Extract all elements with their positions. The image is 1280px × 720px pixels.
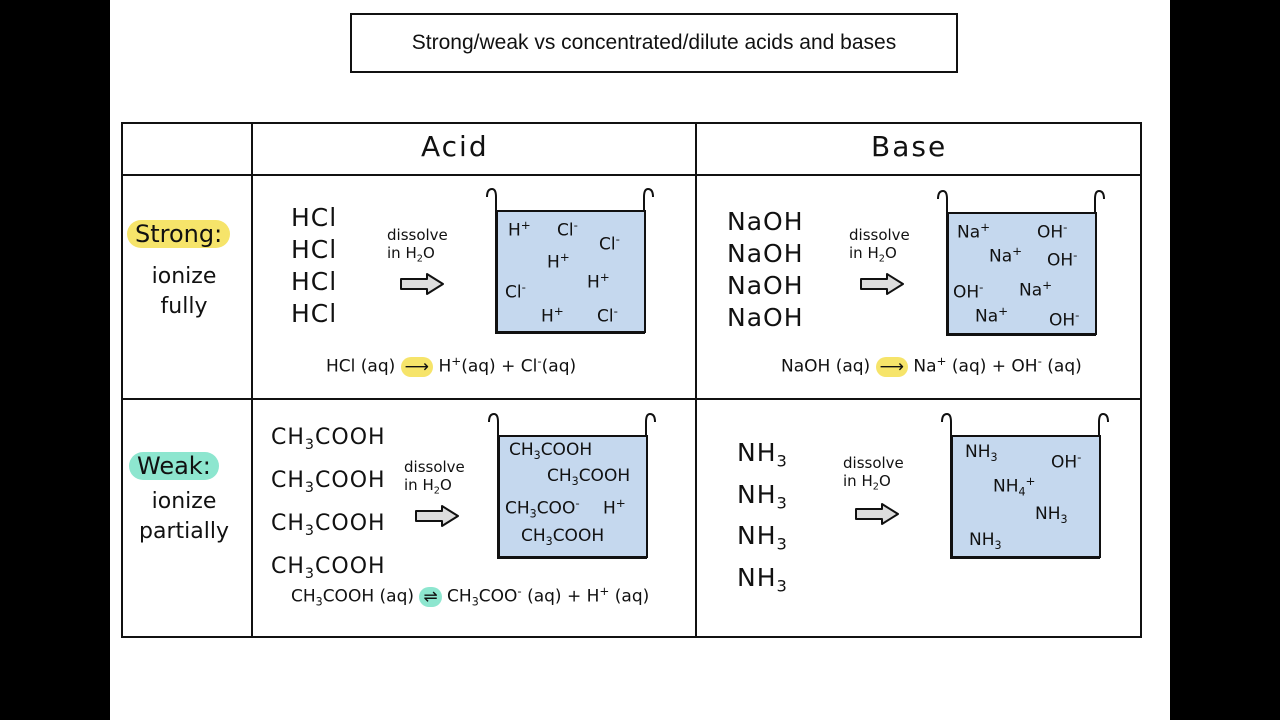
ammonia-molecule: NH3 — [965, 442, 998, 464]
naoh-molecule: NaOH — [727, 239, 804, 268]
naoh-molecule: NaOH — [727, 303, 804, 332]
dissolve-line1: dissolve — [849, 226, 910, 244]
table-grid-lines — [121, 122, 1142, 638]
oh-ion: OH- — [953, 280, 984, 303]
acetic-acid-molecule: CH3COOH — [271, 468, 386, 496]
dissolve-label: dissolve in H2O — [404, 458, 465, 500]
right-arrow-icon — [860, 273, 904, 295]
na-ion: Na+ — [975, 304, 1009, 327]
h-ion: H+ — [587, 270, 610, 293]
oh-ion: OH- — [1037, 220, 1068, 243]
h-ion: H+ — [603, 496, 626, 519]
weak-acid-molecules: CH3COOH CH3COOH CH3COOH CH3COOH — [271, 420, 386, 592]
na-ion: Na+ — [957, 220, 991, 243]
right-arrow-icon — [400, 273, 444, 295]
ammonia-molecule: NH3 — [1035, 504, 1068, 526]
solution — [947, 212, 1097, 335]
naoh-molecule: NaOH — [727, 271, 804, 300]
cl-ion: Cl- — [557, 218, 578, 241]
dissolve-label: dissolve in H2O — [387, 226, 448, 268]
ammonia-molecule: NH3 — [737, 479, 788, 513]
acetic-acid-molecule: CH3COOH — [271, 554, 386, 582]
dissolve-line2: in H2O — [404, 476, 452, 497]
weak-desc-line2: partially — [139, 519, 229, 544]
ammonia-molecule: NH3 — [737, 438, 788, 471]
equilibrium-arrow: ⇌ — [419, 586, 442, 607]
na-ion: Na+ — [1019, 278, 1053, 301]
h-ion: H+ — [541, 304, 564, 327]
oh-ion: OH- — [1049, 308, 1080, 331]
strong-description: ionize fully — [129, 262, 239, 322]
beaker-icon — [488, 412, 656, 559]
weak-acid-equation: CH3COOH (aq) ⇌ CH3COO- (aq) + H+ (aq) — [291, 584, 650, 609]
strong-desc-line2: fully — [160, 294, 208, 319]
hcl-molecule: HCl — [291, 299, 338, 328]
weak-label: Weak: — [129, 452, 219, 480]
right-arrow-icon — [855, 503, 899, 525]
acetic-acid-molecule: CH3COOH — [509, 440, 593, 462]
hcl-molecule: HCl — [291, 235, 338, 264]
page-title: Strong/weak vs concentrated/dilute acids… — [411, 31, 897, 54]
na-ion: Na+ — [989, 244, 1023, 267]
acetic-acid-molecule: CH3COOH — [521, 526, 605, 548]
strong-base-molecules: NaOH NaOH NaOH NaOH — [727, 206, 804, 334]
cl-ion: Cl- — [597, 304, 618, 327]
dissolve-line1: dissolve — [843, 454, 904, 472]
strong-desc-line1: ionize — [151, 264, 217, 289]
h-ion: H+ — [508, 218, 531, 241]
ammonium-ion: NH4+ — [993, 474, 1036, 499]
cl-ion: Cl- — [599, 232, 620, 255]
base-header: Base — [871, 130, 948, 163]
acetate-ion: CH3COO- — [505, 496, 580, 521]
dissolve-line1: dissolve — [404, 458, 465, 476]
acetic-acid-molecule: CH3COOH — [547, 466, 631, 488]
ammonia-molecule: NH3 — [969, 530, 1002, 552]
ammonia-molecule: NH3 — [737, 563, 788, 596]
forward-arrow: ⟶ — [400, 356, 434, 377]
dissolve-line2: in H2O — [387, 244, 435, 265]
strong-label: Strong: — [127, 220, 231, 248]
beaker-icon — [486, 187, 654, 334]
slide: Strong/weak vs concentrated/dilute acids… — [110, 0, 1170, 720]
hcl-molecule: HCl — [291, 267, 338, 296]
beaker-icon — [941, 412, 1109, 559]
acid-header: Acid — [421, 130, 489, 163]
beaker-icon — [937, 189, 1105, 336]
dissolve-line1: dissolve — [387, 226, 448, 244]
solution — [496, 210, 646, 333]
weak-desc-line1: ionize — [151, 489, 217, 514]
oh-ion: OH- — [1047, 248, 1078, 271]
forward-arrow: ⟶ — [875, 356, 908, 377]
solution — [498, 435, 648, 558]
oh-ion: OH- — [1051, 450, 1082, 473]
naoh-molecule: NaOH — [727, 207, 804, 236]
right-arrow-icon — [415, 505, 459, 527]
hcl-molecule: HCl — [291, 203, 338, 232]
acetic-acid-molecule: CH3COOH — [271, 425, 386, 453]
strong-acid-molecules: HCl HCl HCl HCl — [291, 202, 337, 330]
dissolve-label: dissolve in H2O — [849, 226, 910, 268]
acetic-acid-molecule: CH3COOH — [271, 511, 386, 539]
strong-base-equation: NaOH (aq) ⟶ Na+ (aq) + OH- (aq) — [781, 354, 1082, 377]
dissolve-label: dissolve in H2O — [843, 454, 904, 496]
solution — [951, 435, 1101, 558]
weak-description: ionize partially — [129, 487, 239, 547]
dissolve-line2: in H2O — [843, 472, 891, 493]
title-box: Strong/weak vs concentrated/dilute acids… — [350, 13, 958, 73]
dissolve-line2: in H2O — [849, 244, 897, 265]
h-ion: H+ — [547, 250, 570, 273]
ammonia-molecule: NH3 — [737, 521, 788, 555]
strong-acid-equation: HCl (aq) ⟶ H+(aq) + Cl-(aq) — [326, 354, 577, 377]
comparison-table: Acid Base Strong: ionize fully Weak: ion… — [121, 122, 1142, 638]
cl-ion: Cl- — [505, 280, 526, 303]
weak-base-molecules: NH3 NH3 NH3 NH3 — [737, 436, 788, 603]
